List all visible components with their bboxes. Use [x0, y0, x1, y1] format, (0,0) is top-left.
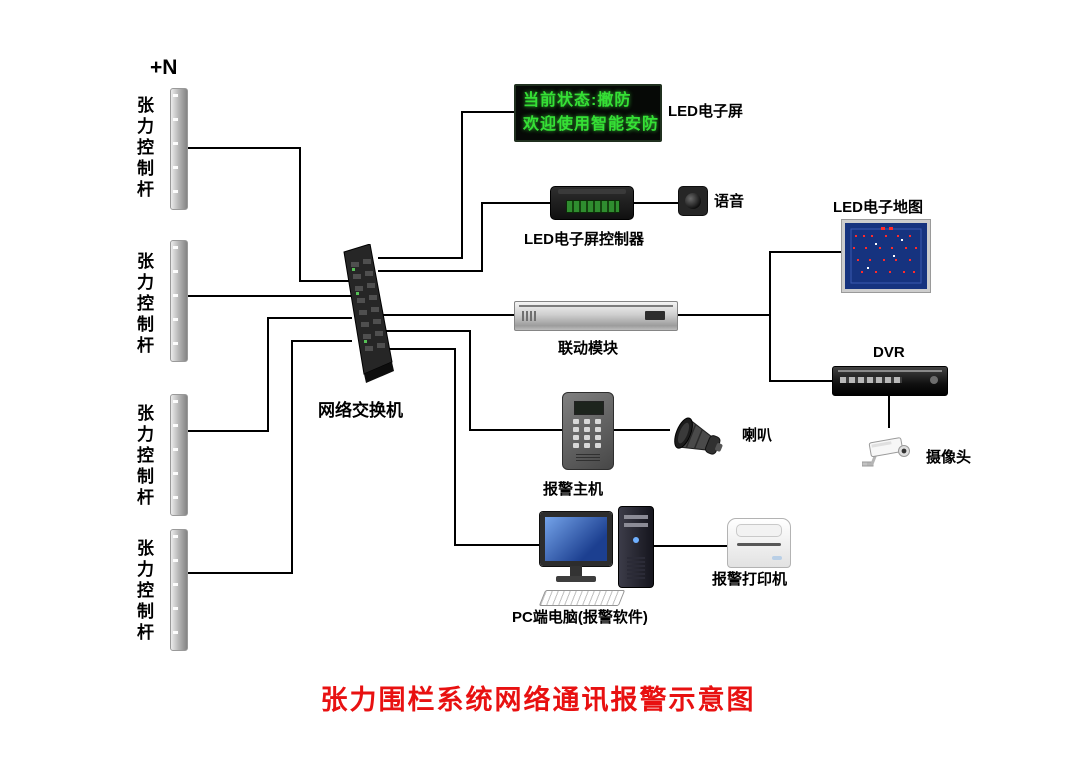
tower-drive-bay: [624, 523, 648, 527]
voice-speaker-cone: [685, 193, 701, 209]
pole-ticks: [173, 94, 178, 204]
tower-drive-bay: [624, 515, 648, 519]
voice-label: 语音: [714, 193, 745, 210]
linkage-edge: [519, 305, 673, 307]
led-map-label: LED电子地图: [833, 199, 924, 216]
network-switch-icon: [330, 243, 400, 384]
tower-power-button: [633, 537, 639, 543]
pc-monitor-neck: [570, 566, 582, 576]
printer-label: 报警打印机: [712, 571, 788, 588]
led-screen-line2: 欢迎使用智能安防: [523, 116, 660, 133]
alarm-host-label: 报警主机: [543, 481, 604, 498]
tower-vent: [627, 557, 645, 579]
tension-pole-4-icon: [170, 529, 188, 651]
printer-paper-slot: [737, 543, 781, 546]
dvr-front-strip: [840, 377, 902, 383]
network-switch-label: 网络交换机: [318, 401, 403, 420]
tension-pole-3-label: 张力控制杆: [134, 404, 153, 509]
alarm-host-screen: [574, 401, 604, 415]
printer-icon: [727, 518, 791, 568]
plus-n-annotation: +N: [150, 56, 178, 79]
led-screen-line1: 当前状态:撤防: [523, 92, 632, 109]
camera-icon: [861, 428, 916, 474]
pc-tower-icon: [618, 506, 654, 588]
dvr-power-button: [930, 376, 938, 384]
led-controller-ridge: [558, 189, 626, 194]
led-controller-icon: [550, 182, 634, 224]
alarm-host-keypad: [573, 419, 603, 448]
tension-pole-3-icon: [170, 394, 188, 516]
led-screen-icon: 当前状态:撤防 欢迎使用智能安防: [514, 84, 662, 142]
linkage-module-icon: [514, 301, 678, 331]
dvr-label: DVR: [873, 344, 905, 361]
alarm-host-icon: [562, 392, 614, 470]
led-map-icon: [842, 220, 930, 292]
printer-lid: [736, 524, 782, 537]
tension-pole-1-label: 张力控制杆: [134, 96, 153, 201]
linkage-module-label: 联动模块: [558, 340, 619, 357]
pole-ticks: [173, 400, 178, 510]
dvr-top-edge: [838, 370, 942, 372]
linkage-display: [645, 311, 665, 320]
pc-monitor-icon: [540, 512, 612, 566]
pole-ticks: [173, 535, 178, 645]
dvr-icon: [832, 366, 948, 396]
linkage-vent: [522, 311, 538, 321]
diagram-title: 张力围栏系统网络通讯报警示意图: [320, 685, 756, 715]
tension-pole-4-label: 张力控制杆: [134, 539, 153, 644]
voice-speaker-icon: [678, 186, 708, 216]
horn-icon: [670, 412, 726, 470]
tension-pole-2-label: 张力控制杆: [134, 252, 153, 357]
led-controller-terminal: [566, 200, 620, 213]
pc-label: PC端电脑(报警软件): [512, 609, 648, 626]
camera-label: 摄像头: [926, 449, 972, 466]
tension-pole-1-icon: [170, 88, 188, 210]
tension-pole-2-icon: [170, 240, 188, 362]
printer-button: [772, 556, 782, 560]
led-screen-label: LED电子屏: [668, 103, 744, 120]
horn-label: 喇叭: [742, 427, 773, 444]
pc-monitor-base: [556, 576, 596, 582]
pc-keyboard-icon: [538, 590, 626, 606]
alarm-host-grill: [576, 454, 600, 463]
pole-ticks: [173, 246, 178, 356]
led-controller-label: LED电子屏控制器: [524, 231, 645, 248]
